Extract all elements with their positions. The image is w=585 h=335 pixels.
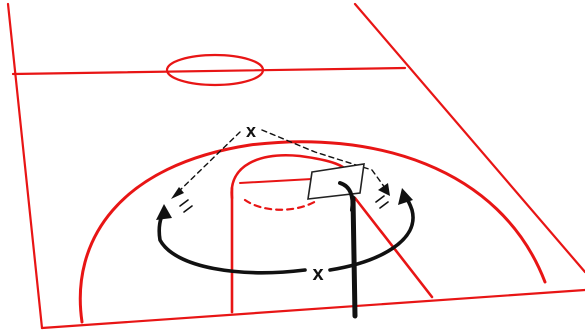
- player-bottom: x: [312, 263, 323, 285]
- ball-path-line: [353, 198, 355, 316]
- pass-arrow-right: [378, 183, 390, 196]
- screen-mark-right: [376, 196, 388, 208]
- screen-mark-left: [180, 200, 192, 212]
- right-sideline: [355, 4, 585, 272]
- left-sideline: [8, 4, 42, 328]
- backboard: [308, 164, 364, 199]
- half-court-line: [13, 68, 405, 74]
- cut-path-right: [330, 196, 413, 270]
- pass-line-left: [175, 132, 240, 195]
- free-throw-circle-bottom: [245, 200, 318, 210]
- player-top: x: [246, 121, 256, 141]
- cut-arrow-left: [156, 204, 172, 220]
- court-markings: [8, 4, 585, 328]
- three-point-arc: [80, 142, 545, 322]
- baseline: [42, 290, 585, 328]
